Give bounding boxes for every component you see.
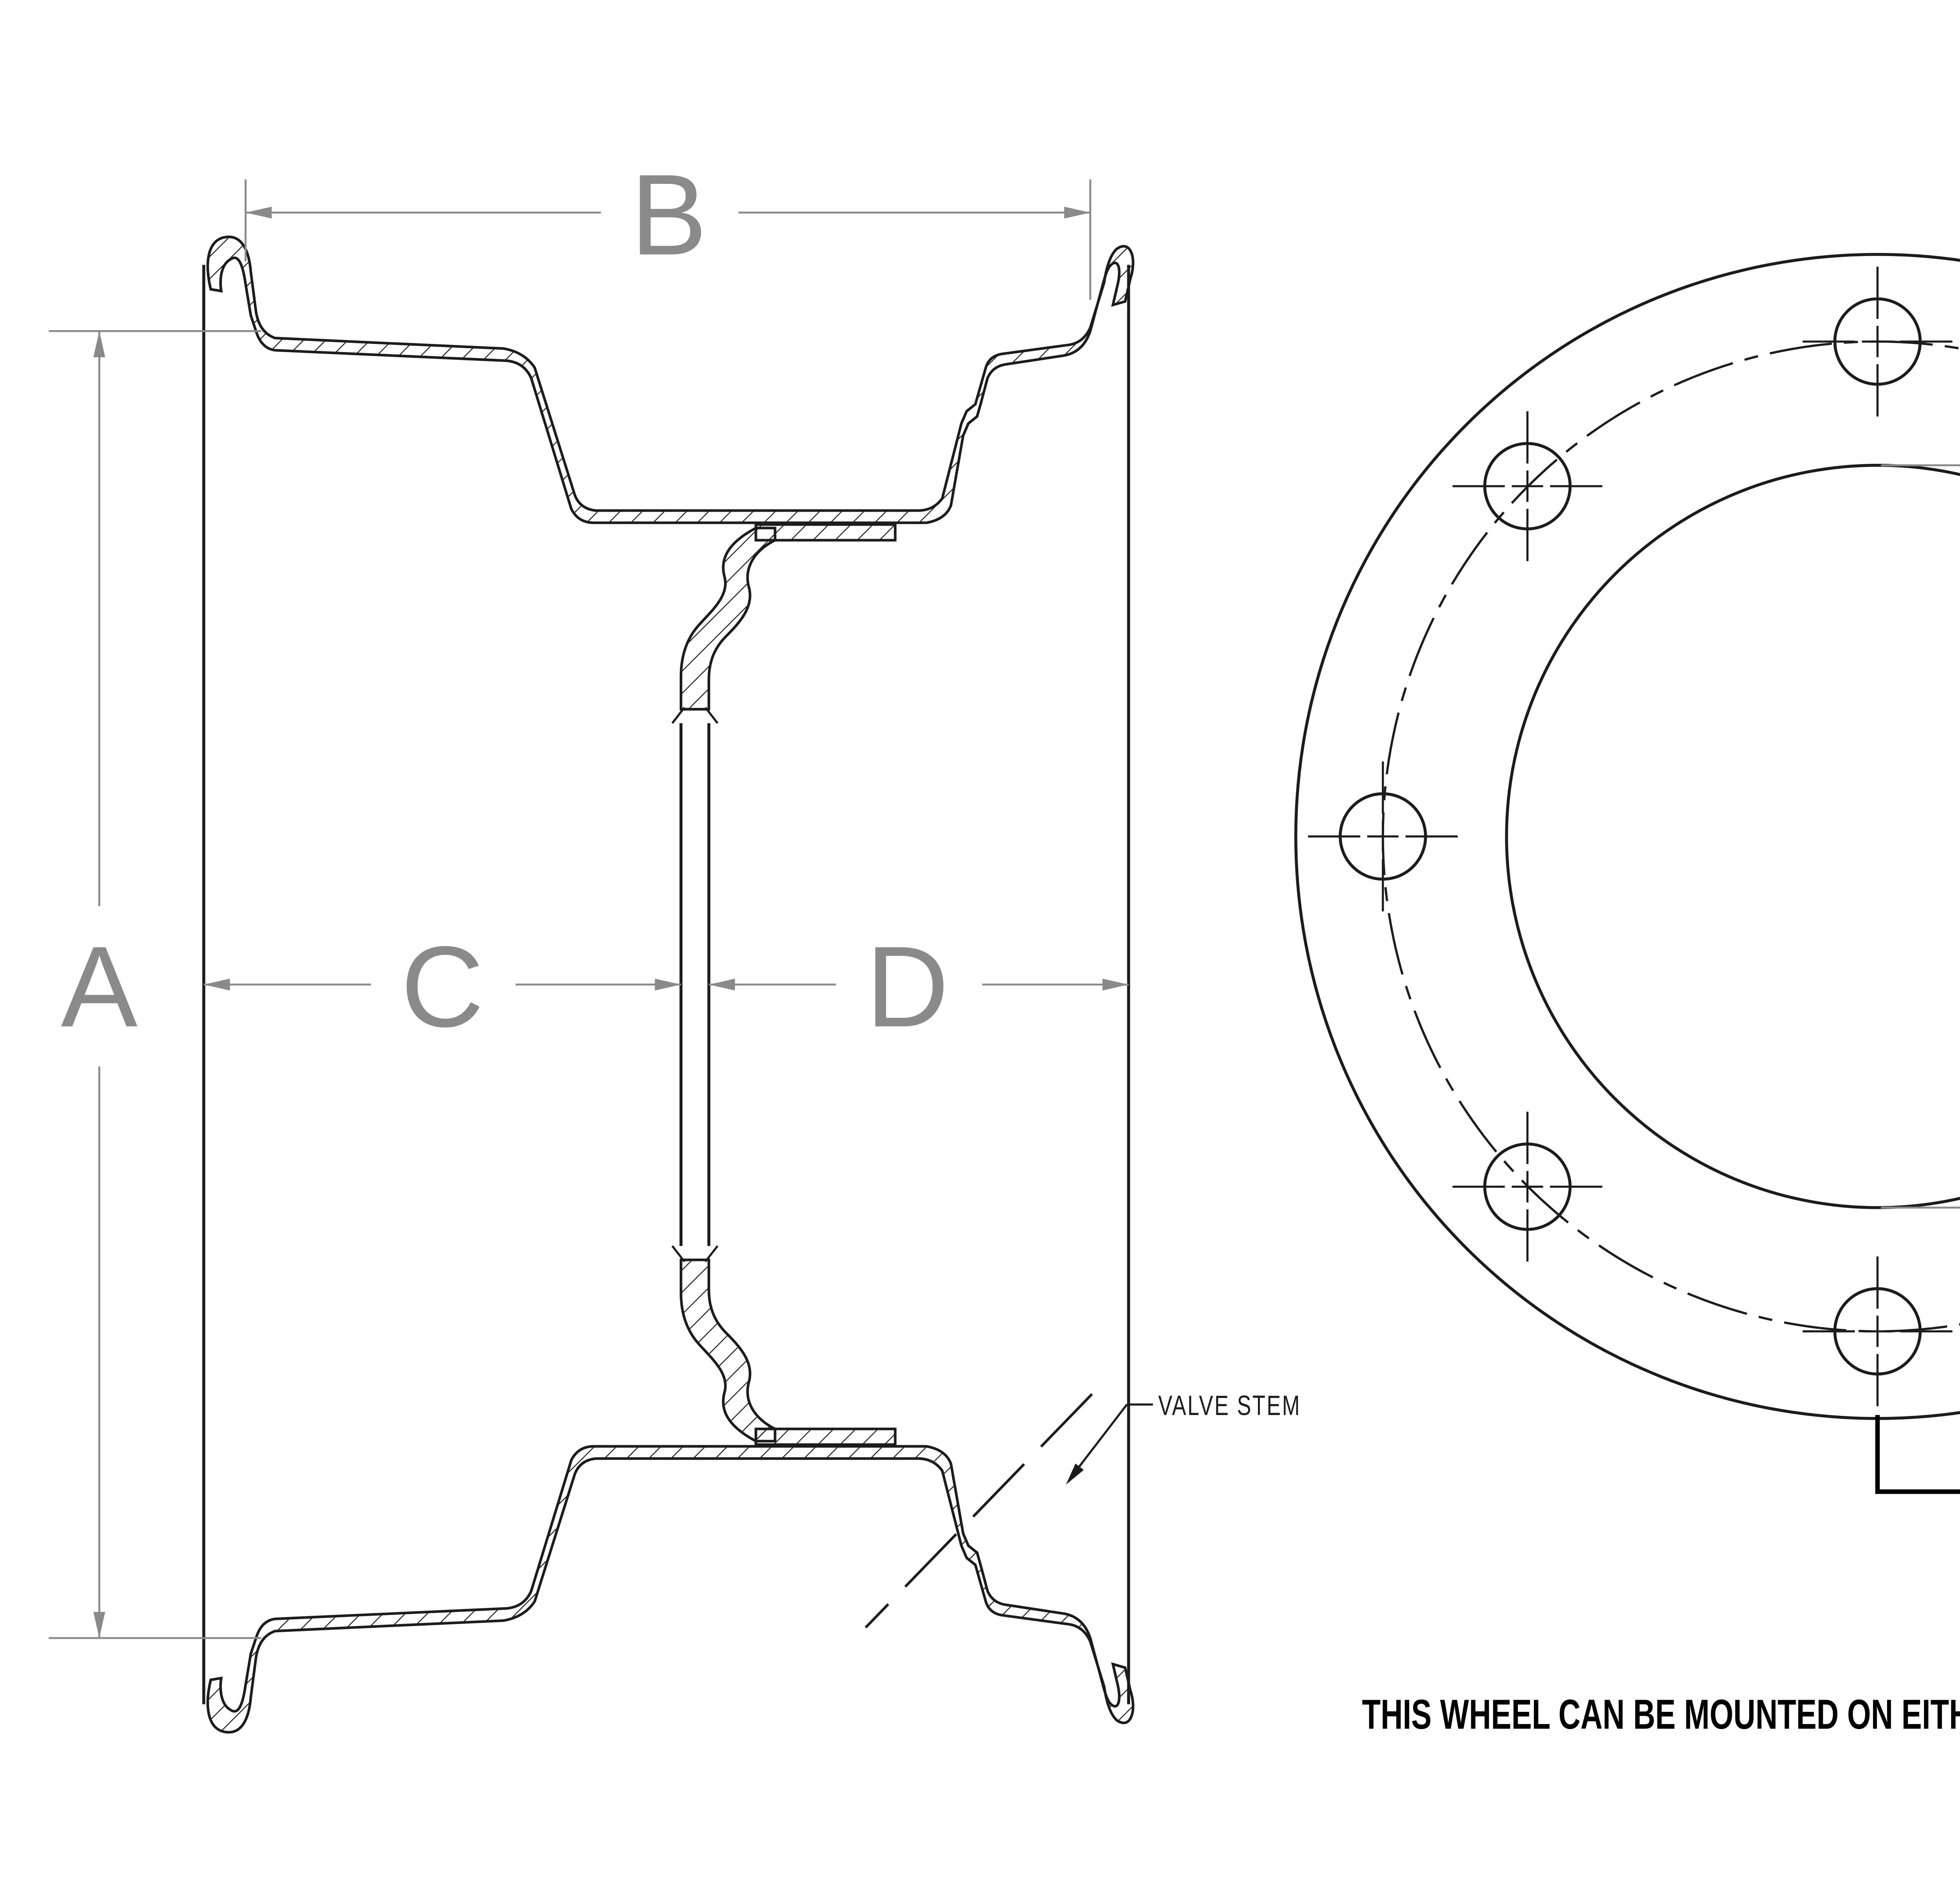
bolt-hole-top — [1802, 267, 1953, 417]
dimension-b: B — [245, 151, 1091, 300]
a-label: A — [61, 923, 138, 1051]
pointer-line — [1875, 1415, 1960, 1494]
bolt-circle-centerline — [1382, 340, 1960, 1333]
rim-section-top-band — [206, 235, 1134, 524]
valve-stem-axis-dashed — [864, 1393, 1093, 1629]
b-label: B — [630, 151, 707, 279]
dimension-d: D — [709, 923, 1129, 1051]
valve-leader-arrowhead — [1066, 1463, 1084, 1485]
rim-section-view: A B C D — [49, 151, 1301, 1734]
dimension-a: A — [49, 330, 261, 1639]
rim-section-bottom-band — [206, 1445, 1134, 1734]
mounting-note: THIS WHEEL CAN BE MOUNTED ON EITHER SIDE — [1362, 1691, 1960, 1738]
disc-bar-chamfer-marks — [671, 707, 719, 1263]
d-arrow-left — [709, 979, 735, 991]
disc-weld-strip-bottom — [754, 1428, 897, 1446]
c-label: C — [401, 923, 484, 1051]
disc-weld-strip-top — [754, 523, 897, 542]
b-arrow-right — [1064, 207, 1091, 219]
detail-section-pointer — [1875, 1415, 1960, 1494]
bolt-hole-upper-left — [1452, 411, 1602, 561]
valve-stem-callout: VALVE STEM — [864, 1390, 1301, 1629]
a-arrow-up — [93, 331, 105, 358]
c-arrow-right — [655, 979, 681, 991]
hub-bore-circle — [1505, 464, 1960, 1209]
dimension-c: C — [203, 923, 681, 1051]
disc-s-curve-bottom — [679, 1259, 777, 1442]
bolt-hole-bottom — [1802, 1256, 1953, 1406]
a-arrow-down — [93, 1612, 105, 1638]
d-label: D — [866, 923, 949, 1051]
wheel-face-view: E F — [1294, 253, 1960, 1494]
disc-s-curve-top — [679, 527, 777, 711]
bolt-hole-lower-left — [1452, 1112, 1602, 1262]
valve-stem-label: VALVE STEM — [1158, 1390, 1301, 1421]
d-arrow-right — [1102, 979, 1129, 991]
b-arrow-left — [245, 207, 272, 219]
bolt-holes — [1308, 267, 1953, 1406]
c-arrow-left — [203, 979, 230, 991]
bolt-hole-left — [1308, 761, 1458, 912]
dimension-f: F — [1881, 464, 1960, 1209]
